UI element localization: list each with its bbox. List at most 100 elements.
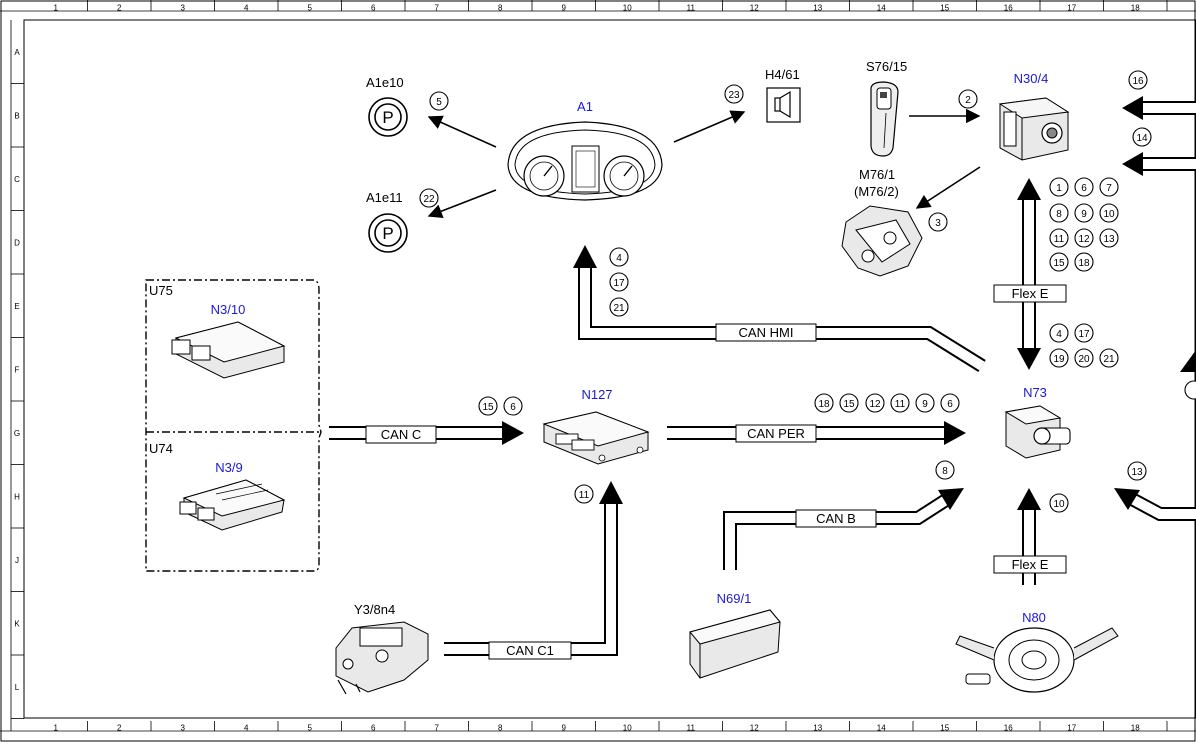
label-a1: A1 (577, 99, 593, 114)
label-n73: N73 (1023, 385, 1047, 400)
callout-8: 8 (935, 460, 955, 480)
grid-col-top: 17 (1067, 4, 1076, 13)
grid-col-top: 3 (181, 4, 186, 13)
bus-can-per: CAN PER (747, 426, 805, 441)
grid-col-top: 15 (940, 4, 949, 13)
grid-col-top: 12 (750, 4, 759, 13)
callout-2: 2 (958, 89, 978, 109)
callout-group-can-hmi: 4 17 21 (609, 247, 629, 317)
svg-text:15: 15 (482, 402, 494, 413)
svg-text:11: 11 (579, 490, 590, 501)
label-n80: N80 (1022, 610, 1046, 625)
grid-col-top: 14 (877, 4, 886, 13)
svg-text:21: 21 (613, 303, 625, 314)
grid-col-top: 5 (308, 4, 313, 13)
grid-row-label: J (15, 556, 19, 565)
label-h4-61: H4/61 (765, 67, 800, 82)
label-m76-2: (M76/2) (854, 184, 899, 199)
grid-col-bottom: 7 (435, 724, 440, 733)
bus-flex-e-top: Flex E (1012, 286, 1049, 301)
brake-caliper-motor-icon (841, 205, 923, 277)
callout-group-n73: 4 17 19 20 21 (1049, 323, 1119, 368)
door-control-unit-icon (689, 609, 781, 679)
bus-flex-e-bottom: Flex E (1012, 557, 1049, 572)
callout-3: 3 (928, 212, 948, 232)
svg-text:17: 17 (613, 278, 625, 289)
label-n3-9: N3/9 (215, 460, 242, 475)
grid-col-bottom: 15 (940, 724, 949, 733)
svg-text:8: 8 (942, 466, 948, 477)
svg-text:3: 3 (935, 218, 941, 229)
engine-control-unit-icon (171, 321, 286, 379)
grid-col-bottom: 14 (877, 724, 886, 733)
park-brake-indicator-1: P (368, 97, 408, 137)
callout-10: 10 (1049, 493, 1069, 513)
seat-switch-icon (870, 81, 899, 157)
label-n30-4: N30/4 (1014, 71, 1049, 86)
svg-text:18: 18 (818, 399, 830, 410)
label-u74: U74 (149, 441, 173, 456)
svg-text:6: 6 (1081, 183, 1087, 194)
callout-13: 13 (1127, 461, 1147, 481)
grid-row-label: D (14, 238, 20, 247)
grid-col-top: 2 (117, 4, 122, 13)
callout-11-low: 11 (574, 484, 594, 504)
svg-text:22: 22 (423, 194, 435, 205)
bus-can-b: CAN B (816, 511, 856, 526)
inner-frame (23, 19, 1196, 719)
grid-col-top: 7 (435, 4, 440, 13)
svg-text:9: 9 (922, 399, 928, 410)
svg-text:12: 12 (1078, 234, 1090, 245)
label-a1e11: A1e11 (366, 190, 403, 205)
grid-col-top: 13 (813, 4, 822, 13)
svg-text:9: 9 (1081, 209, 1087, 220)
steering-column-module-icon (955, 627, 1119, 693)
svg-text:23: 23 (728, 90, 740, 101)
grid-col-bottom: 9 (562, 724, 567, 733)
label-n3-10: N3/10 (211, 302, 246, 317)
grid-row-label: C (14, 175, 20, 184)
svg-text:19: 19 (1053, 354, 1065, 365)
svg-text:6: 6 (510, 402, 516, 413)
grid-col-top: 4 (244, 4, 249, 13)
label-a1e10: A1e10 (366, 75, 404, 90)
grid-col-bottom: 12 (750, 724, 759, 733)
svg-text:10: 10 (1103, 209, 1115, 220)
svg-text:4: 4 (616, 253, 622, 264)
grid-ticks: 1122334455667788991010111112121313141415… (11, 0, 1168, 733)
callout-group-n30-4: 1 6 7 8 9 10 11 12 13 15 18 (1049, 177, 1119, 272)
grid-col-top: 8 (498, 4, 503, 13)
grid-col-top: 18 (1131, 4, 1140, 13)
svg-text:16: 16 (1132, 76, 1144, 87)
grid-col-top: 1 (54, 4, 59, 13)
park-symbol-1: P (382, 108, 393, 127)
grid-row-label: K (14, 619, 20, 628)
grid-row-label: E (14, 302, 19, 311)
svg-text:14: 14 (1136, 133, 1148, 144)
grid-col-bottom: 1 (54, 724, 59, 733)
svg-text:13: 13 (1131, 467, 1143, 478)
label-y3-8n4: Y3/8n4 (354, 602, 395, 617)
grid-row-label: B (14, 111, 19, 120)
grid-col-bottom: 18 (1131, 724, 1140, 733)
label-n127: N127 (581, 387, 612, 402)
grid-row-label: F (15, 365, 20, 374)
grid-col-top: 10 (623, 4, 632, 13)
callout-23: 23 (724, 84, 744, 104)
svg-text:7: 7 (1106, 183, 1112, 194)
grid-col-bottom: 2 (117, 724, 122, 733)
instrument-cluster-icon (507, 121, 663, 201)
svg-text:11: 11 (895, 399, 906, 410)
esp-control-unit-icon (998, 97, 1070, 161)
grid-col-bottom: 16 (1004, 724, 1013, 733)
grid-col-bottom: 8 (498, 724, 503, 733)
svg-text:2: 2 (965, 95, 971, 106)
grid-col-bottom: 10 (623, 724, 632, 733)
grid-col-bottom: 17 (1067, 724, 1076, 733)
svg-text:4: 4 (1056, 329, 1062, 340)
callout-16: 16 (1128, 70, 1148, 90)
svg-text:8: 8 (1056, 209, 1062, 220)
engine-control-unit-2-icon (179, 479, 286, 531)
svg-text:1: 1 (1056, 183, 1062, 194)
callout-group-can-c: 15 6 (478, 396, 523, 416)
